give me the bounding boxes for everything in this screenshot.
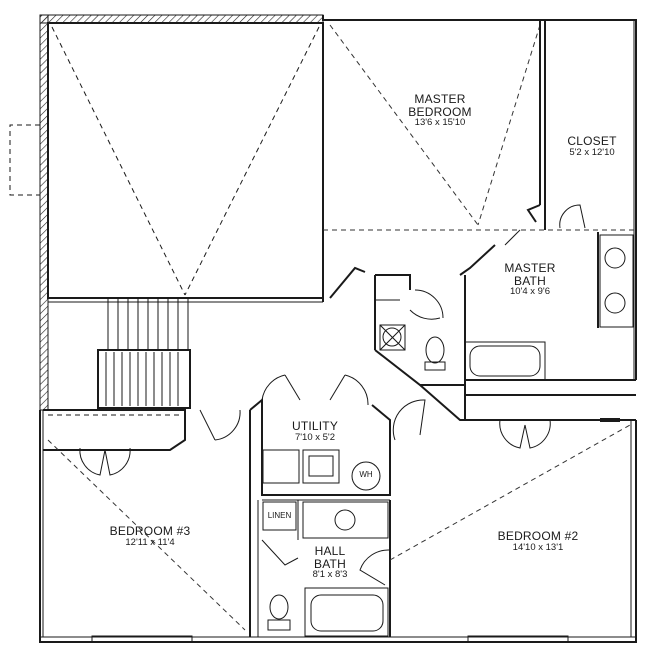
- linen-label: LINEN: [267, 511, 292, 520]
- master-toilet: [424, 336, 446, 371]
- master-bath-label: MASTER BATH 10'4 x 9'6: [490, 262, 570, 297]
- hatched-wall-left: [39, 14, 49, 411]
- linen-closet: [261, 501, 299, 566]
- exterior-walls: [39, 15, 637, 643]
- water-heater-icon: [351, 461, 381, 491]
- master-bath-tub: [464, 341, 546, 381]
- master-bedroom-name-1: MASTER: [414, 92, 466, 106]
- bedroom2-door: [392, 399, 426, 441]
- bottom-windows: [91, 635, 569, 643]
- hall-bath-dims: 8'1 x 8'3: [312, 569, 348, 581]
- water-heater-label: WH: [359, 470, 373, 479]
- bedroom2-closet: [464, 394, 636, 449]
- bedroom3-name: BEDROOM #3: [109, 524, 191, 538]
- bedroom2-vault: [389, 424, 631, 561]
- closet-name: CLOSET: [567, 134, 617, 148]
- master-bath-name-1: MASTER: [504, 261, 556, 275]
- master-bath-vanity: [599, 234, 634, 328]
- master-bath-doors: [375, 229, 521, 320]
- bedroom2-dims: 14'10 x 13'1: [512, 541, 564, 553]
- bedroom3-closet: [43, 409, 241, 476]
- master-bedroom-name-2: BEDROOM: [408, 104, 472, 119]
- hall-bath-door: [359, 549, 391, 586]
- bedroom3-label: BEDROOM #3 12'11 x 11'4: [90, 525, 210, 548]
- closet-dims: 5'2 x 12'10: [569, 146, 615, 158]
- hall-bath-name-1: HALL: [314, 544, 346, 558]
- utility-walls: [249, 397, 391, 637]
- left-bay: [9, 124, 40, 196]
- utility-dims: 7'10 x 5'2: [294, 431, 336, 443]
- bedroom3-vault: [47, 439, 246, 631]
- hall-bath-vanity: [302, 501, 389, 539]
- hall-toilet: [267, 594, 291, 631]
- master-bedroom-vault: [323, 24, 636, 231]
- washer-dryer: [262, 449, 340, 484]
- interior-walls-center: [322, 230, 496, 420]
- hall-bath-name-2: BATH: [314, 556, 346, 571]
- closet-door-swing: [559, 204, 586, 229]
- master-shower: [379, 324, 406, 351]
- hatched-wall-top: [39, 14, 324, 24]
- closet-label: CLOSET 5'2 x 12'10: [552, 135, 632, 158]
- master-bath-name-2: BATH: [514, 273, 546, 288]
- open-to-below: [47, 22, 324, 303]
- master-bedroom-dims: 13'6 x 15'10: [414, 117, 466, 129]
- stairs: [97, 297, 191, 409]
- utility-name: UTILITY: [291, 419, 339, 433]
- bedroom3-dims: 12'11 x 11'4: [125, 536, 175, 548]
- master-bedroom-label: MASTER BEDROOM 13'6 x 15'10: [395, 93, 485, 128]
- hall-bath-label: HALL BATH 8'1 x 8'3: [295, 545, 365, 580]
- hall-bath-tub: [304, 587, 389, 637]
- closet-walls: [526, 20, 546, 230]
- master-bath-dims: 10'4 x 9'6: [509, 286, 551, 298]
- bedroom2-label: BEDROOM #2 14'10 x 13'1: [478, 530, 598, 553]
- utility-doors: [261, 374, 369, 406]
- utility-label: UTILITY 7'10 x 5'2: [275, 420, 355, 443]
- bedroom2-name: BEDROOM #2: [497, 529, 579, 543]
